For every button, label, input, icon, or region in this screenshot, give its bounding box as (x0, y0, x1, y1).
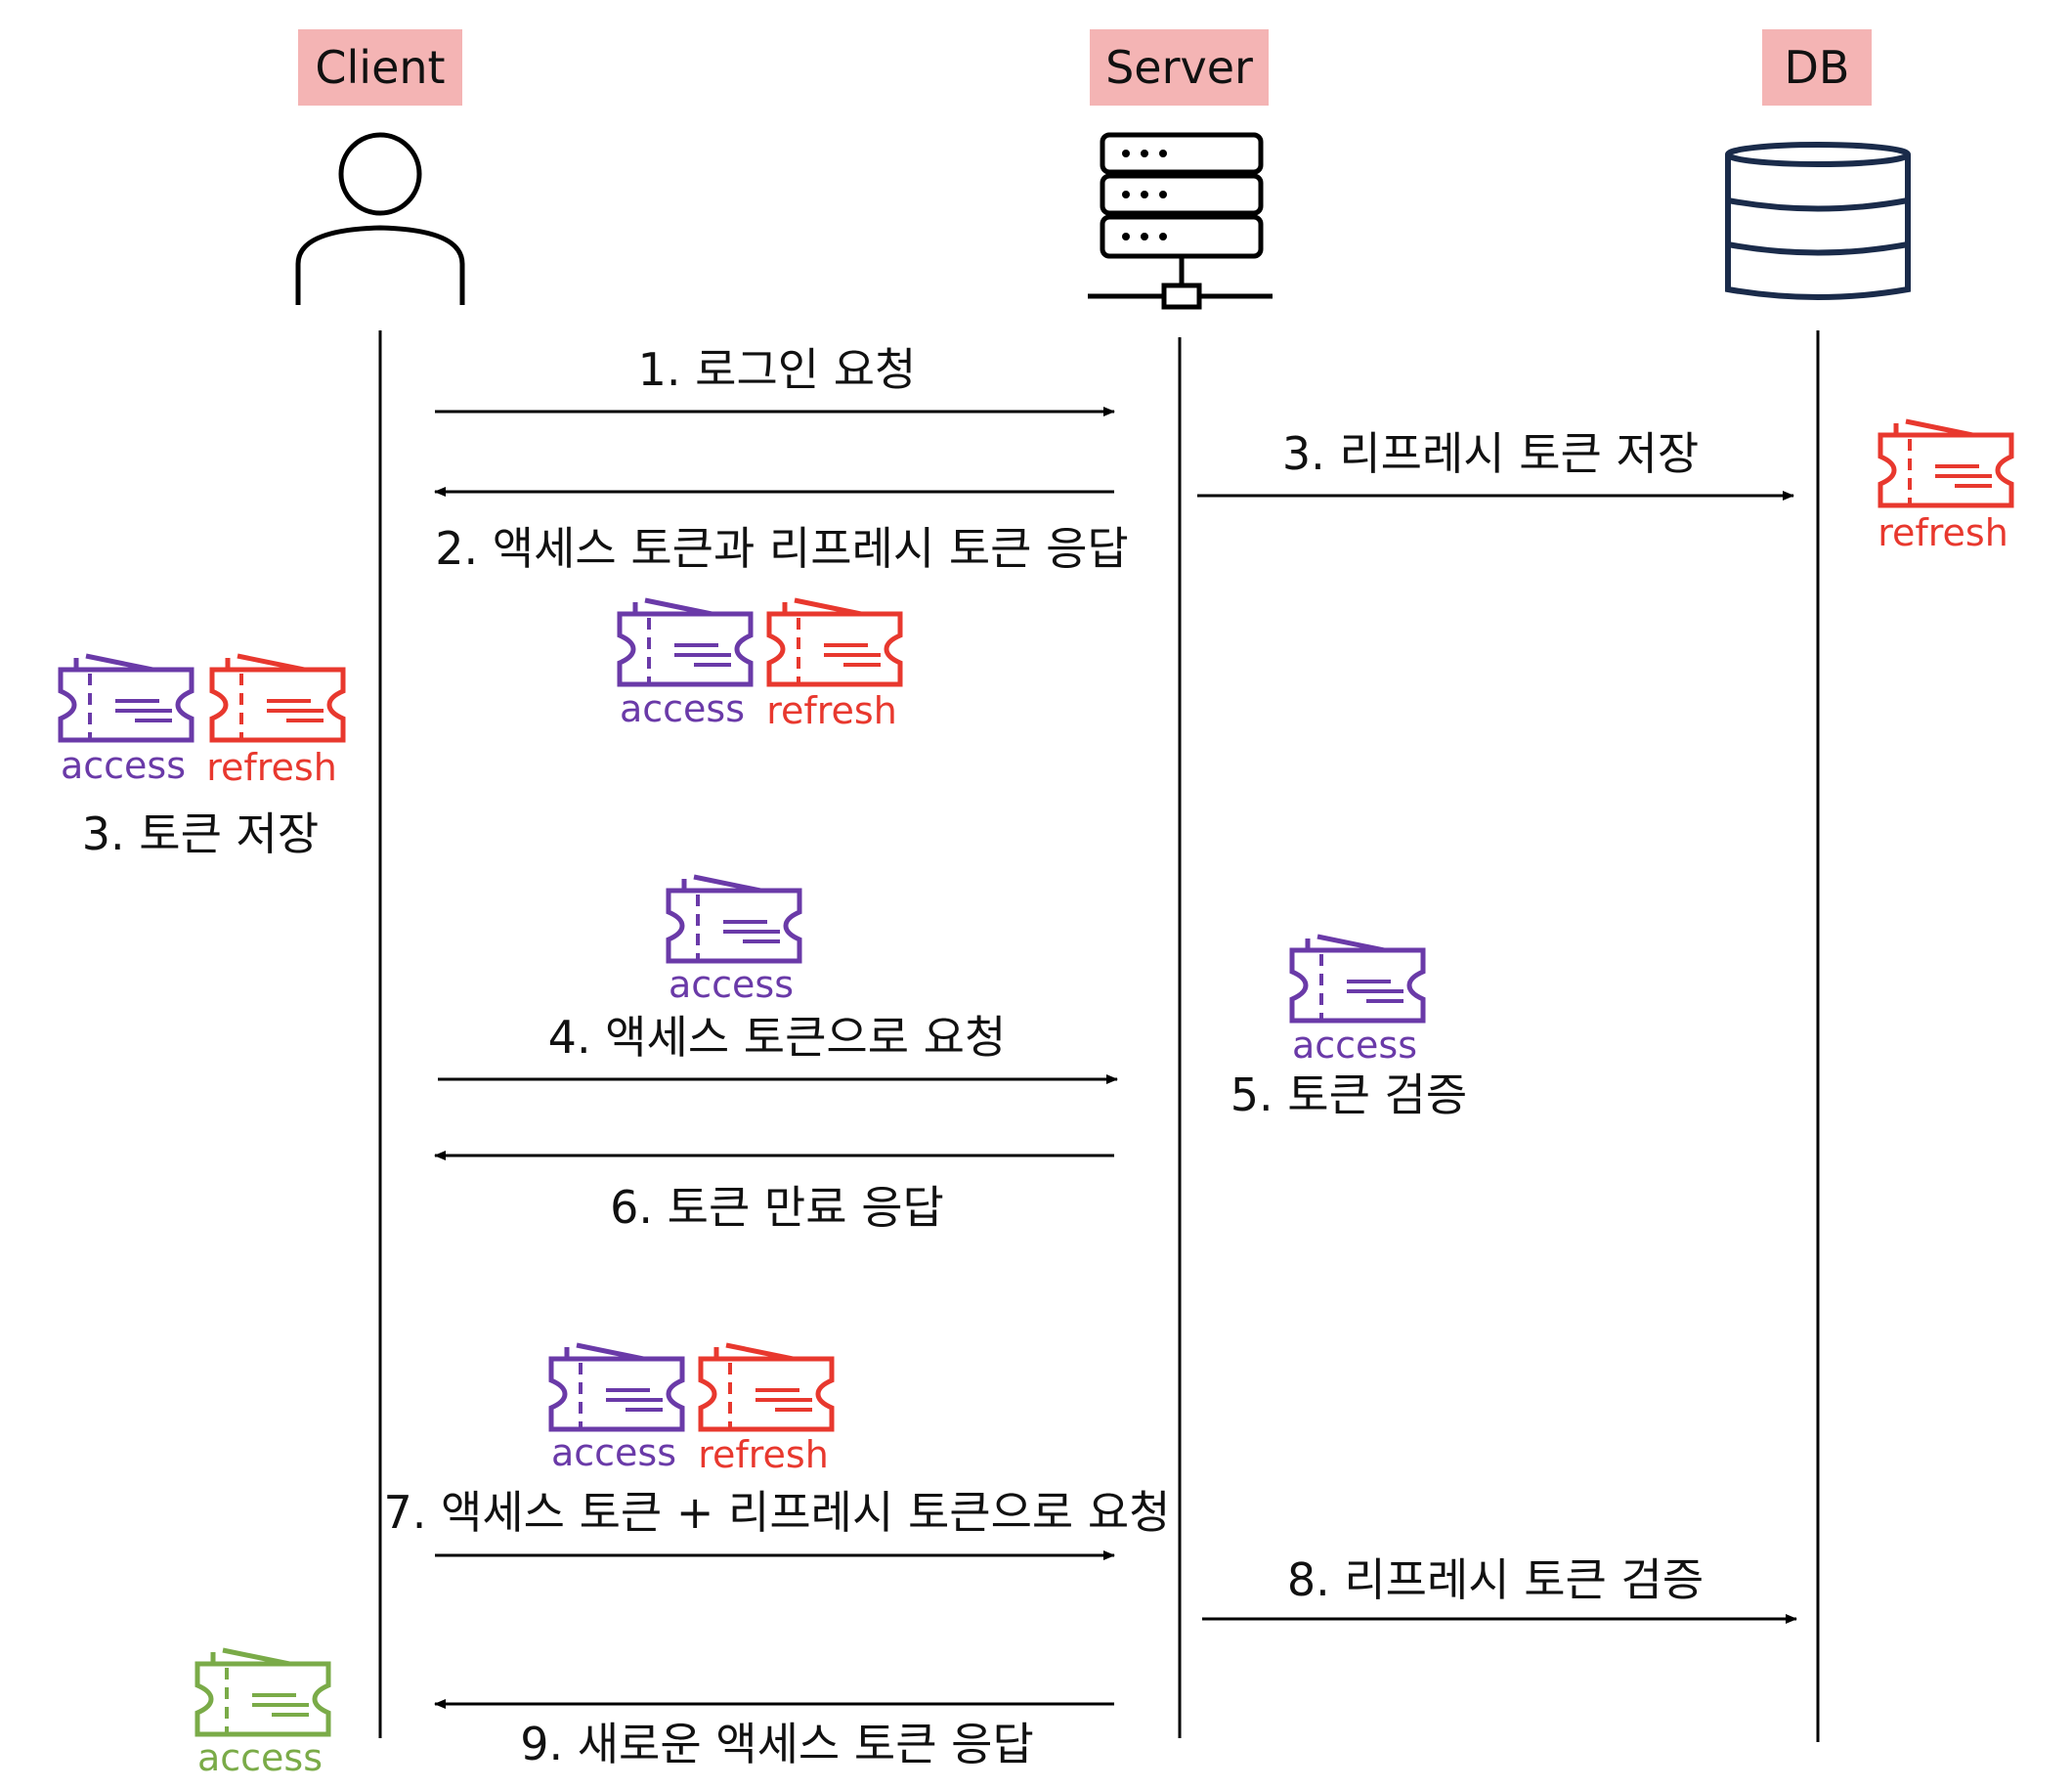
message-1-label: 1. 로그인 요청 (637, 343, 917, 396)
database-icon (1725, 142, 1911, 300)
access-token-label: access (550, 1431, 677, 1474)
access-ticket-icon (620, 600, 751, 684)
access-ticket-icon (669, 877, 799, 961)
refresh-token-label: refresh (1878, 511, 2008, 554)
message-7-label: 7. 액세스 토큰 + 리프레시 토큰으로 요청 (383, 1486, 1171, 1539)
refresh-token-label: refresh (766, 689, 897, 732)
access-token-label: access (60, 744, 187, 787)
access-token-label: access (668, 963, 795, 1006)
access-ticket-icon (61, 656, 192, 740)
actor-db-label: DB (1762, 29, 1872, 106)
message-9-label: 9. 새로운 액세스 토큰 응답 (520, 1718, 1034, 1770)
new-access-ticket-icon (197, 1650, 328, 1734)
actor-server-label: Server (1090, 29, 1269, 106)
person-icon (295, 132, 465, 305)
server-dots (1122, 150, 1167, 240)
access-ticket-icon (551, 1345, 682, 1429)
message-5-label: 5. 토큰 검증 (1230, 1069, 1468, 1121)
message-6-label: 6. 토큰 만료 응답 (610, 1181, 944, 1234)
refresh-token-label: refresh (698, 1433, 829, 1476)
refresh-ticket-icon (212, 656, 343, 740)
refresh-ticket-icon (701, 1345, 832, 1429)
access-token-label: access (1291, 1024, 1418, 1067)
message-3-server-label: 3. 리프레시 토큰 저장 (1281, 427, 1700, 480)
refresh-token-label: refresh (206, 746, 337, 789)
refresh-ticket-icon (769, 600, 900, 684)
access-token-label: access (619, 687, 746, 730)
new-access-token-label: access (196, 1736, 324, 1779)
refresh-ticket-icon (1880, 421, 2011, 505)
actor-client-label: Client (298, 29, 462, 106)
message-3-client-label: 3. 토큰 저장 (81, 807, 320, 860)
message-2-label: 2. 액세스 토큰과 리프레시 토큰 응답 (435, 522, 1129, 575)
message-4-label: 4. 액세스 토큰으로 요청 (547, 1011, 1007, 1064)
access-ticket-icon (1292, 937, 1423, 1021)
server-icon (1088, 132, 1273, 310)
message-8-label: 8. 리프레시 토큰 검증 (1286, 1553, 1705, 1606)
